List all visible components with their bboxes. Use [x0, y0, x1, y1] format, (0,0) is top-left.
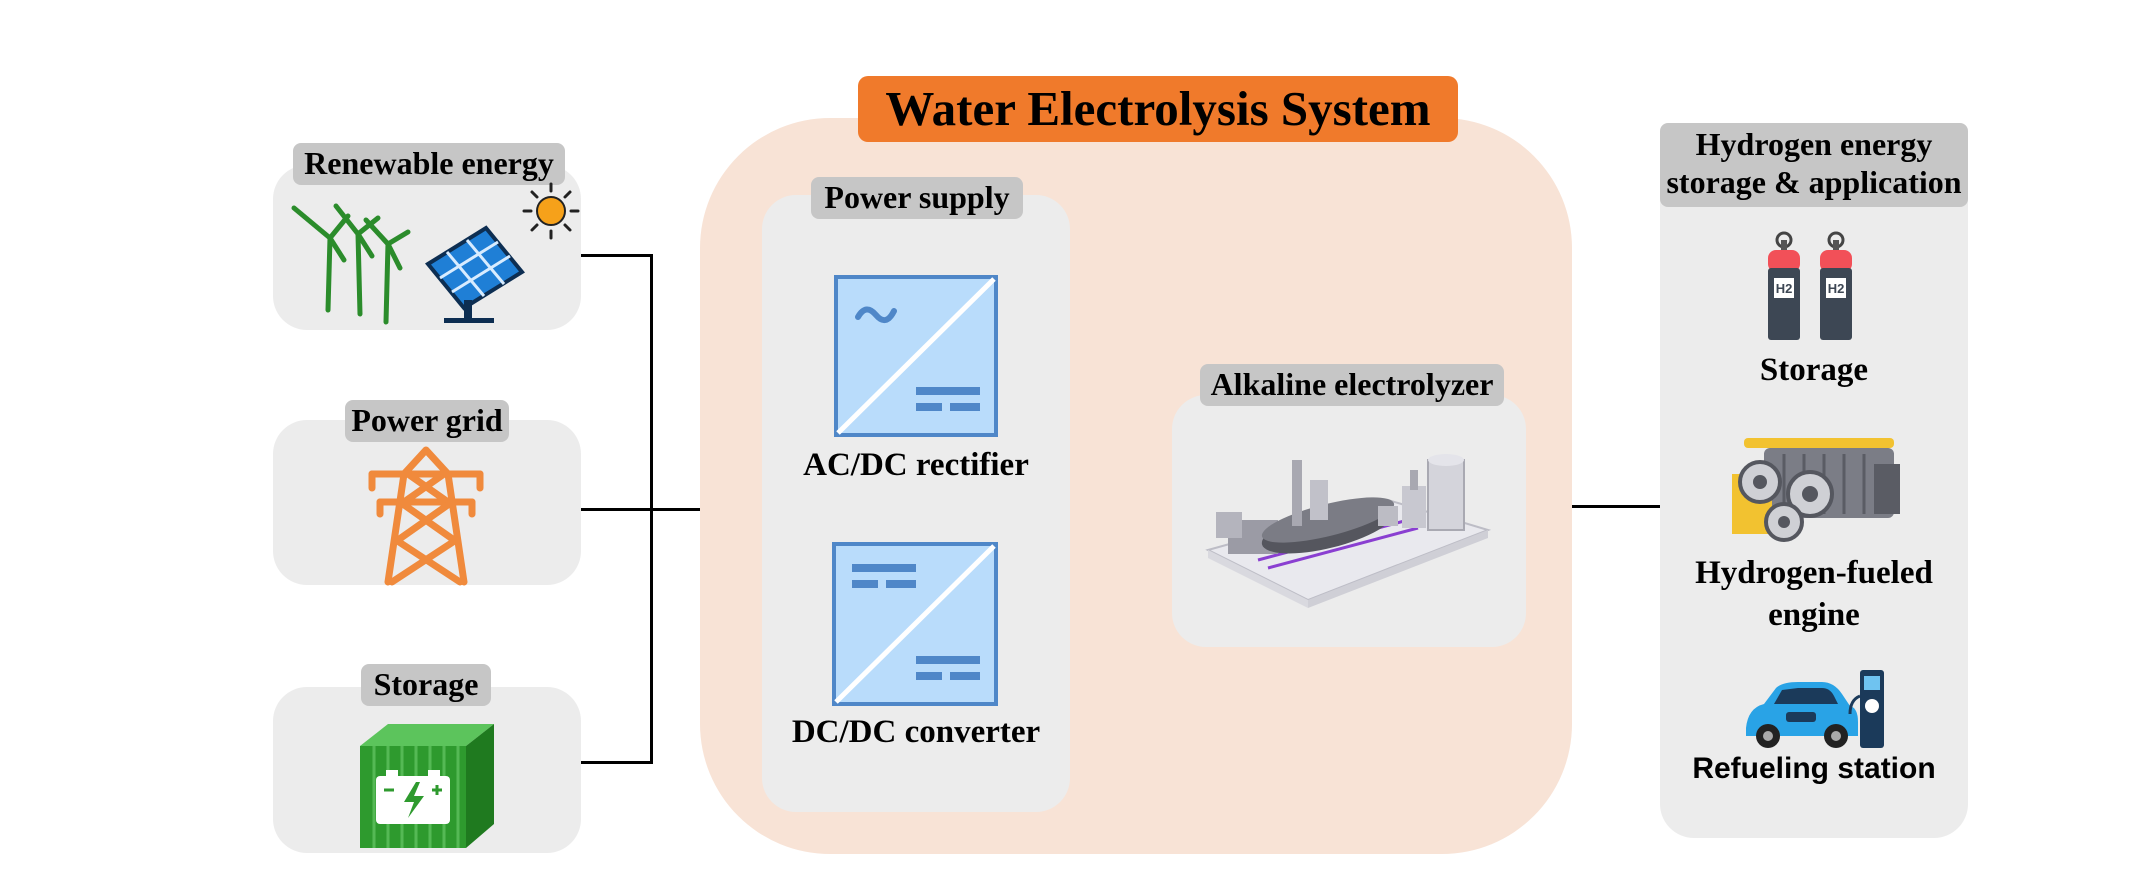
- connector-renewable: [580, 254, 652, 257]
- dc-dc-converter-icon: [832, 542, 998, 706]
- applications-label: Hydrogen energy storage & application: [1660, 123, 1968, 207]
- connector-bus-vertical: [650, 254, 653, 764]
- engine-caption-line2: engine: [1768, 597, 1860, 633]
- applications-label-line2: storage & application: [1666, 164, 1962, 200]
- power-grid-label: Power grid: [345, 400, 509, 442]
- battery-icon: [354, 718, 498, 852]
- engine-caption-line1: Hydrogen-fueled: [1695, 555, 1933, 591]
- storage-source-label: Storage: [361, 664, 491, 706]
- dc-dc-converter-caption: DC/DC converter: [791, 714, 1041, 750]
- connector-electrolyzer-applications: [1528, 505, 1662, 508]
- hydrogen-cylinder-icon: H2 H2: [1764, 226, 1864, 344]
- connector-grid: [580, 508, 765, 511]
- electrolyzer-label: Alkaline electrolyzer: [1200, 364, 1504, 406]
- renewable-energy-label: Renewable energy: [293, 143, 565, 185]
- renewable-energy-panel: [273, 165, 581, 330]
- applications-label-line1: Hydrogen energy: [1695, 126, 1933, 162]
- ac-dc-rectifier-caption: AC/DC rectifier: [803, 447, 1029, 483]
- refueling-station-icon: [1738, 666, 1888, 752]
- electrolyzer-plant-icon: [1198, 420, 1498, 620]
- engine-icon: [1724, 434, 1902, 546]
- transmission-tower-icon: [364, 444, 488, 586]
- sun-icon: [520, 180, 582, 242]
- engine-caption: Hydrogen-fueled engine: [1660, 552, 1968, 636]
- system-title: Water Electrolysis System: [858, 76, 1458, 142]
- h2-label-right: H2: [1828, 281, 1845, 296]
- ac-dc-rectifier-icon: [834, 275, 998, 437]
- solar-panel-icon: [424, 222, 528, 324]
- wind-turbine-icon: [290, 198, 414, 326]
- power-supply-label: Power supply: [811, 177, 1023, 219]
- connector-storage: [580, 761, 652, 764]
- h2-storage-caption: Storage: [1759, 352, 1869, 388]
- refueling-station-caption: Refueling station: [1692, 752, 1936, 785]
- h2-label-left: H2: [1776, 281, 1793, 296]
